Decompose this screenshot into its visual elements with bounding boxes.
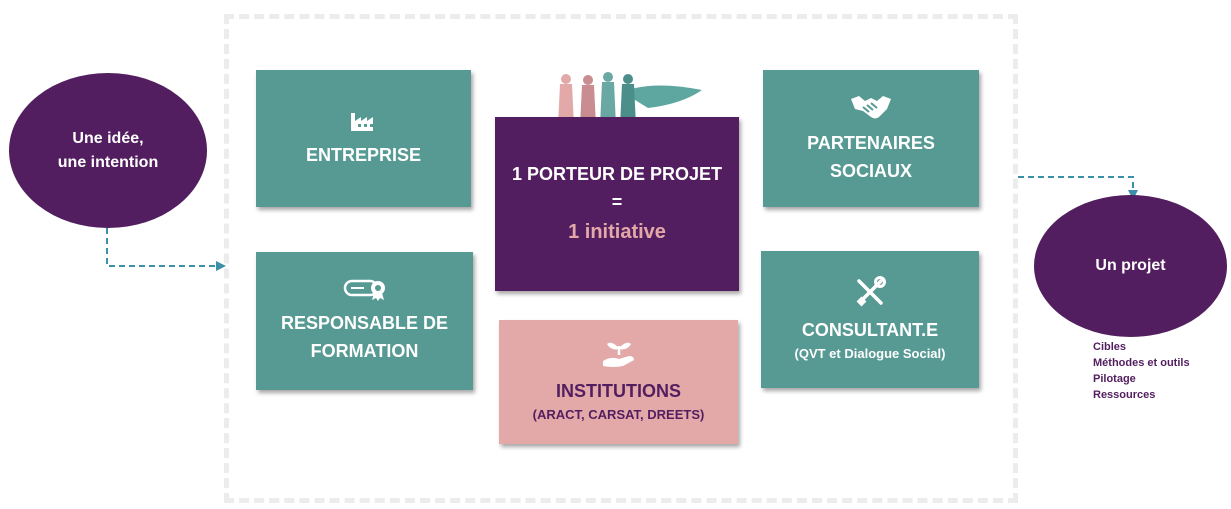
center-line-3: 1 initiative (568, 221, 666, 243)
arrow-out (1018, 176, 1134, 192)
formation-line-2: FORMATION (310, 341, 419, 361)
project-outcomes-list: Cibles Méthodes et outils Pilotage Resso… (1093, 339, 1190, 403)
institutions-line-2: (ARACT, CARSAT, DREETS) (532, 407, 705, 422)
box-responsable-formation: RESPONSABLE DE FORMATION (256, 252, 473, 390)
heroes-illustration (558, 72, 702, 126)
arrow-in (106, 228, 216, 267)
outcome-item: Cibles (1093, 341, 1127, 353)
start-idea-oval: Une idée, une intention (9, 73, 207, 228)
handshake-icon (851, 95, 891, 118)
box-partenaires-sociaux: PARTENAIRES SOCIAUX (763, 70, 979, 207)
outcome-item: Méthodes et outils (1093, 357, 1190, 369)
plant-hand-icon (602, 342, 634, 367)
box-consultant: CONSULTANT.E (QVT et Dialogue Social) (761, 251, 979, 388)
actors-frame (224, 14, 1018, 503)
institutions-line-1: INSTITUTIONS (556, 381, 681, 401)
partenaires-line-2: SOCIAUX (829, 160, 912, 181)
start-line-2: une intention (57, 153, 159, 171)
box-institutions: INSTITUTIONS (ARACT, CARSAT, DREETS) (499, 320, 738, 444)
entreprise-label: ENTREPRISE (305, 144, 422, 165)
box-entreprise: ENTREPRISE (256, 70, 471, 207)
factory-icon (350, 112, 373, 131)
tools-icon (856, 275, 886, 306)
box-porteur-de-projet: 1 PORTEUR DE PROJET = 1 initiative (495, 117, 739, 291)
end-project-oval: Un projet (1034, 195, 1227, 337)
formation-line-1: RESPONSABLE DE (280, 313, 449, 333)
arrow-in-head (216, 261, 226, 271)
center-line-2: = (611, 192, 623, 212)
start-line-1: Une idée, (72, 129, 144, 147)
outcome-item: Pilotage (1093, 373, 1136, 385)
end-label: Un projet (1095, 257, 1166, 274)
consultant-line-1: CONSULTANT.E (801, 319, 939, 340)
center-line-1: 1 PORTEUR DE PROJET (511, 164, 723, 184)
outcome-item: Ressources (1093, 389, 1156, 401)
diploma-icon (343, 279, 385, 301)
partenaires-line-1: PARTENAIRES (807, 132, 935, 153)
consultant-line-2: (QVT et Dialogue Social) (794, 345, 946, 361)
